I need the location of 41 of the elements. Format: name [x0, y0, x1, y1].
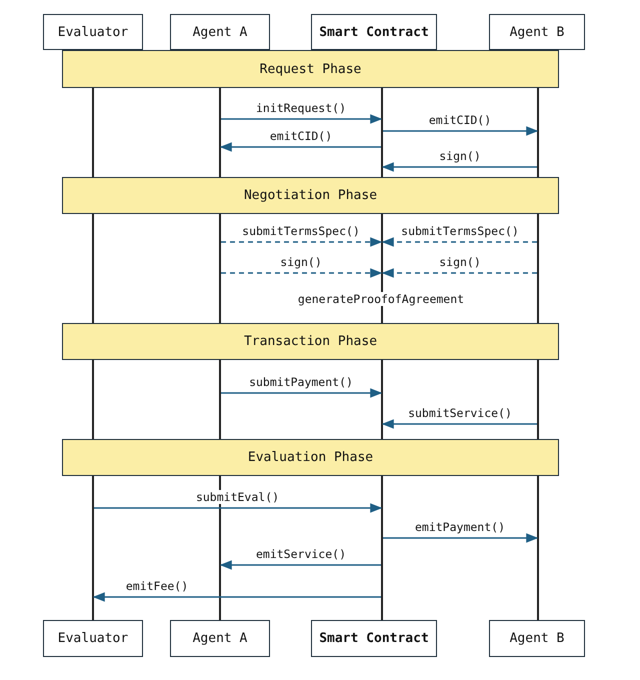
message-arrow [221, 237, 382, 247]
lifeline [92, 360, 94, 439]
participant-box: Agent B [489, 14, 585, 50]
message-arrow [382, 237, 537, 247]
participant-box: Evaluator [43, 620, 143, 657]
message-arrow [220, 142, 381, 152]
lifeline [537, 360, 539, 439]
lifeline [92, 476, 94, 620]
participant-box: Smart Contract [311, 14, 437, 50]
lifeline [92, 88, 94, 177]
phase-band: Evaluation Phase [62, 439, 559, 476]
participant-box: Agent B [489, 620, 585, 657]
message-arrow [382, 419, 537, 429]
participant-box: Agent A [170, 14, 270, 50]
participant-box: Smart Contract [311, 620, 437, 657]
participant-box: Agent A [170, 620, 270, 657]
lifeline [219, 476, 221, 620]
message-arrow [221, 388, 382, 398]
message-arrow [221, 268, 382, 278]
message-arrow [94, 503, 382, 513]
phase-band: Request Phase [62, 50, 559, 88]
lifeline [381, 476, 383, 620]
phase-band: Negotiation Phase [62, 177, 559, 214]
message-arrow [221, 114, 382, 124]
lifeline [92, 214, 94, 323]
lifeline [537, 476, 539, 620]
lifeline [219, 360, 221, 439]
message-arrow [220, 560, 381, 570]
message-arrow [382, 162, 537, 172]
phase-band: Transaction Phase [62, 323, 559, 360]
message-arrow [383, 126, 538, 136]
lifeline [537, 88, 539, 177]
message-arrow [92, 592, 381, 602]
lifeline [219, 214, 221, 323]
lifeline [219, 88, 221, 177]
message-arrow [383, 533, 538, 543]
lifeline [381, 360, 383, 439]
participant-box: Evaluator [43, 14, 143, 50]
lifeline [381, 88, 383, 177]
message-arrow [382, 268, 537, 278]
lifeline [537, 214, 539, 323]
